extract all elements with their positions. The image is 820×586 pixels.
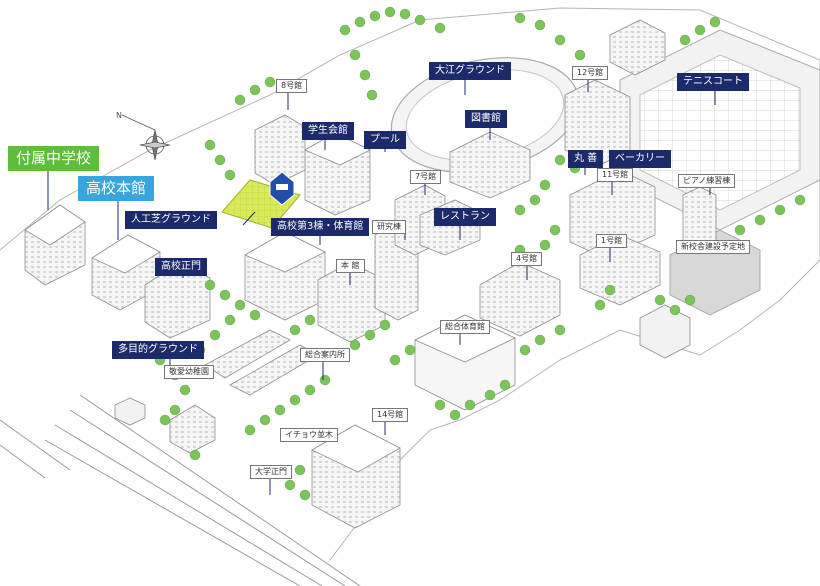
trees xyxy=(154,6,806,501)
compass-icon xyxy=(121,114,171,161)
label-go1[interactable]: 1号館 xyxy=(596,234,628,248)
university-emblem xyxy=(269,171,295,206)
label-maruzen[interactable]: 丸 善 xyxy=(568,150,604,168)
label-go8[interactable]: 8号館 xyxy=(276,79,308,93)
label-bakery[interactable]: ベーカリー xyxy=(609,150,671,168)
label-piano-renshuto[interactable]: ピアノ練習棟 xyxy=(678,174,736,188)
label-tamokuteki-ground[interactable]: 多目的グラウンド xyxy=(112,341,204,359)
label-sogo-annaisho[interactable]: 総合案内所 xyxy=(300,348,350,362)
label-kenkyuto[interactable]: 研究棟 xyxy=(372,220,406,234)
label-tennis-court[interactable]: テニスコート xyxy=(677,73,749,91)
label-oe-ground[interactable]: 大江グラウンド xyxy=(429,62,511,80)
buildings xyxy=(24,19,717,529)
label-koko-dai3-taiikukan[interactable]: 高校第3棟・体育館 xyxy=(271,218,370,236)
label-fuzoku-chugakko[interactable]: 付属中学校 xyxy=(8,146,100,171)
label-go7[interactable]: 7号館 xyxy=(410,170,442,184)
tennis-courts xyxy=(619,29,820,231)
label-go12[interactable]: 12号館 xyxy=(572,66,609,80)
label-go4[interactable]: 4号館 xyxy=(511,252,543,266)
label-shinkosha-yoteichi[interactable]: 新校舎建設予定地 xyxy=(676,240,750,254)
label-koko-seimon[interactable]: 高校正門 xyxy=(155,258,207,276)
label-restaurant[interactable]: レストラン xyxy=(434,208,496,226)
main-road xyxy=(0,394,361,586)
label-koko-honkan[interactable]: 高校本館 xyxy=(78,176,155,201)
label-icho-namiki[interactable]: イチョウ並木 xyxy=(280,428,338,442)
label-go11[interactable]: 11号館 xyxy=(597,168,634,182)
label-jinko-shiba-ground[interactable]: 人工芝グラウンド xyxy=(125,211,217,229)
compass-north-label: N xyxy=(116,111,122,120)
label-sogo-taiikukan[interactable]: 総合体育館 xyxy=(440,320,490,334)
label-toshokan[interactable]: 図書館 xyxy=(465,110,507,128)
label-daigaku-seimon[interactable]: 大学正門 xyxy=(250,465,292,479)
label-keiai-yochien[interactable]: 敬愛幼稚園 xyxy=(164,365,214,379)
label-pool[interactable]: プール xyxy=(364,131,406,149)
label-go14[interactable]: 14号館 xyxy=(372,408,409,422)
label-gakuseikaikan[interactable]: 学生会館 xyxy=(302,122,354,140)
label-honkan[interactable]: 本 館 xyxy=(336,259,365,273)
